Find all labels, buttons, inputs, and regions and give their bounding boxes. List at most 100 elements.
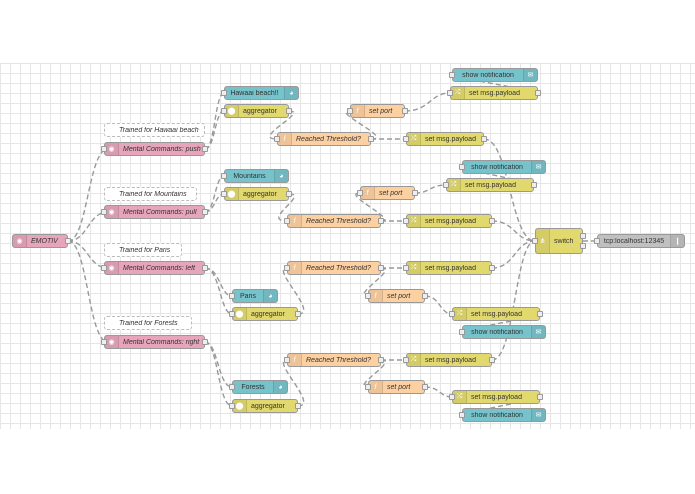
change-node[interactable]: ⤮ set msg.payload <box>403 132 487 146</box>
input-port[interactable] <box>459 164 465 170</box>
input-port[interactable] <box>403 136 409 142</box>
input-port[interactable] <box>229 384 235 390</box>
change-node[interactable]: ⤮ set msg.payload <box>403 261 495 275</box>
input-port[interactable] <box>229 293 235 299</box>
input-port[interactable] <box>221 191 227 197</box>
input-port[interactable] <box>229 403 235 409</box>
input-port[interactable] <box>449 72 455 78</box>
input-port[interactable] <box>284 265 290 271</box>
output-port[interactable] <box>537 394 543 400</box>
input-port[interactable] <box>594 238 600 244</box>
input-port[interactable] <box>357 190 363 196</box>
change-node[interactable]: ⤮ set msg.payload <box>449 307 543 321</box>
output-port[interactable] <box>422 293 428 299</box>
output-port[interactable] <box>412 190 418 196</box>
comment-node[interactable]: Trained for Hawaai beach <box>104 123 205 137</box>
gauge-node[interactable]: Mountains ◕ <box>221 169 289 183</box>
input-port[interactable] <box>221 90 227 96</box>
output-port[interactable] <box>286 108 292 114</box>
threshold-function-node[interactable]: f Reached Threshold? <box>274 132 374 146</box>
input-port[interactable] <box>403 218 409 224</box>
output-port[interactable] <box>402 108 408 114</box>
aggregator-node[interactable]: ⬤ aggregator <box>221 104 292 118</box>
output-port[interactable] <box>202 339 208 345</box>
input-port[interactable] <box>365 384 371 390</box>
output-port[interactable] <box>535 90 541 96</box>
output-port[interactable] <box>202 209 208 215</box>
change-node[interactable]: ⤮ set msg.payload <box>443 178 537 192</box>
tcp-out-node[interactable]: tcp:localhost:12345 ❙ <box>594 234 685 248</box>
mental-commands-node[interactable]: ◉ Mental Commands: pull <box>101 205 208 219</box>
output-port[interactable] <box>202 265 208 271</box>
aggregator-node[interactable]: ⬤ aggregator <box>229 399 301 413</box>
output-port[interactable] <box>202 146 208 152</box>
output-port[interactable] <box>580 233 586 240</box>
threshold-function-node[interactable]: f Reached Threshold? <box>284 214 384 228</box>
input-port[interactable] <box>403 357 409 363</box>
input-port[interactable] <box>459 412 465 418</box>
gauge-node[interactable]: Hawaai beach!! ◕ <box>221 86 299 100</box>
output-port[interactable] <box>65 238 71 244</box>
output-port[interactable] <box>489 218 495 224</box>
output-port[interactable] <box>286 191 292 197</box>
input-port[interactable] <box>532 238 538 244</box>
change-node[interactable]: ⤮ set msg.payload <box>449 390 543 404</box>
input-port[interactable] <box>449 394 455 400</box>
change-node[interactable]: ⤮ set msg.payload <box>403 353 495 367</box>
input-port[interactable] <box>101 265 107 271</box>
emotiv-node[interactable]: ◉ EMOTIV <box>12 234 71 248</box>
output-port[interactable] <box>378 357 384 363</box>
gauge-node[interactable]: Paris ◕ <box>229 289 278 303</box>
notification-node[interactable]: show notification ✉ <box>459 408 546 422</box>
notification-node[interactable]: show notification ✉ <box>459 160 546 174</box>
input-port[interactable] <box>284 357 290 363</box>
gauge-node[interactable]: Forests ◕ <box>229 380 288 394</box>
set-port-node[interactable]: f set port <box>347 104 408 118</box>
input-port[interactable] <box>347 108 353 114</box>
input-port[interactable] <box>101 209 107 215</box>
output-port[interactable] <box>489 265 495 271</box>
output-port[interactable] <box>378 265 384 271</box>
notification-node[interactable]: show notification ✉ <box>459 325 546 339</box>
input-port[interactable] <box>101 339 107 345</box>
input-port[interactable] <box>403 265 409 271</box>
output-port[interactable] <box>368 136 374 142</box>
aggregator-node[interactable]: ⬤ aggregator <box>221 187 292 201</box>
input-port[interactable] <box>449 311 455 317</box>
input-port[interactable] <box>221 108 227 114</box>
output-port[interactable] <box>295 311 301 317</box>
input-port[interactable] <box>443 182 449 188</box>
mental-commands-node[interactable]: ◉ Mental Commands: left <box>101 261 208 275</box>
input-port[interactable] <box>447 90 453 96</box>
aggregator-node[interactable]: ⬤ aggregator <box>229 307 301 321</box>
input-port[interactable] <box>274 136 280 142</box>
set-port-node[interactable]: f set port <box>365 289 428 303</box>
output-port[interactable] <box>580 242 586 249</box>
input-port[interactable] <box>221 173 227 179</box>
output-port[interactable] <box>378 218 384 224</box>
threshold-function-node[interactable]: f Reached Threshold? <box>284 261 384 275</box>
change-node[interactable]: ⤮ set msg.payload <box>403 214 495 228</box>
change-node[interactable]: ⤮ set msg.payload <box>447 86 541 100</box>
output-port[interactable] <box>537 311 543 317</box>
output-port[interactable] <box>531 182 537 188</box>
input-port[interactable] <box>229 311 235 317</box>
set-port-node[interactable]: f set port <box>365 380 428 394</box>
notification-node[interactable]: show notification ✉ <box>449 68 538 82</box>
input-port[interactable] <box>459 329 465 335</box>
output-port[interactable] <box>489 357 495 363</box>
mental-commands-node[interactable]: ◉ Mental Commands: push <box>101 142 208 156</box>
output-port[interactable] <box>422 384 428 390</box>
comment-node[interactable]: Trained for Forests <box>104 316 192 330</box>
input-port[interactable] <box>101 146 107 152</box>
mental-commands-node[interactable]: ◉ Mental Commands: right <box>101 335 208 349</box>
threshold-function-node[interactable]: f Reached Threshold? <box>284 353 384 367</box>
comment-node[interactable]: Trained for Paris <box>104 243 182 257</box>
output-port[interactable] <box>481 136 487 142</box>
input-port[interactable] <box>284 218 290 224</box>
output-port[interactable] <box>295 403 301 409</box>
comment-node[interactable]: Trained for Mountains <box>104 187 197 201</box>
set-port-node[interactable]: f set port <box>357 186 418 200</box>
switch-node[interactable]: ⋔ switch <box>532 228 586 254</box>
input-port[interactable] <box>365 293 371 299</box>
